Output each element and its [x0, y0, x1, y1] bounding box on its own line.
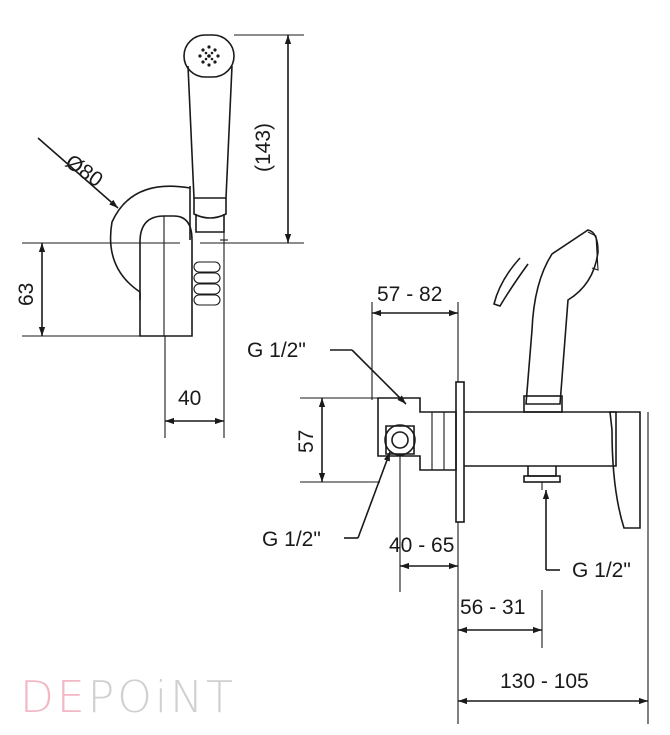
height-57-label: 57 [295, 430, 318, 453]
range-130-105-label: 130 - 105 [500, 670, 589, 693]
shower-head-icon [183, 34, 235, 78]
side-view: Ø80 (143) 63 40 [15, 34, 304, 438]
range-40-65-label: 40 - 65 [389, 534, 454, 557]
hand-shower-icon [493, 229, 599, 413]
thread-top-label: G 1/2" [247, 339, 306, 362]
thread-bottom-label: G 1/2" [262, 528, 321, 551]
brand-logo-part1: DE [20, 672, 88, 723]
range-57-82-label: 57 - 82 [377, 283, 442, 306]
height-63-label: 63 [15, 283, 38, 306]
hose-coil-icon [193, 261, 221, 306]
thread-right-label: G 1/2" [572, 559, 631, 582]
height-143-label: (143) [252, 123, 275, 172]
brand-logo-part2: POiNT [88, 672, 236, 723]
front-view: 57 - 82 G 1/2" 57 G 1/2" 40 - 65 G 1/2" … [247, 229, 649, 724]
width-40-label: 40 [178, 387, 201, 410]
brand-logo: DEPOiNT [20, 672, 236, 723]
inlet-nut-icon [384, 424, 416, 456]
range-56-31-label: 56 - 31 [460, 596, 525, 619]
diameter-label: Ø80 [61, 150, 107, 192]
